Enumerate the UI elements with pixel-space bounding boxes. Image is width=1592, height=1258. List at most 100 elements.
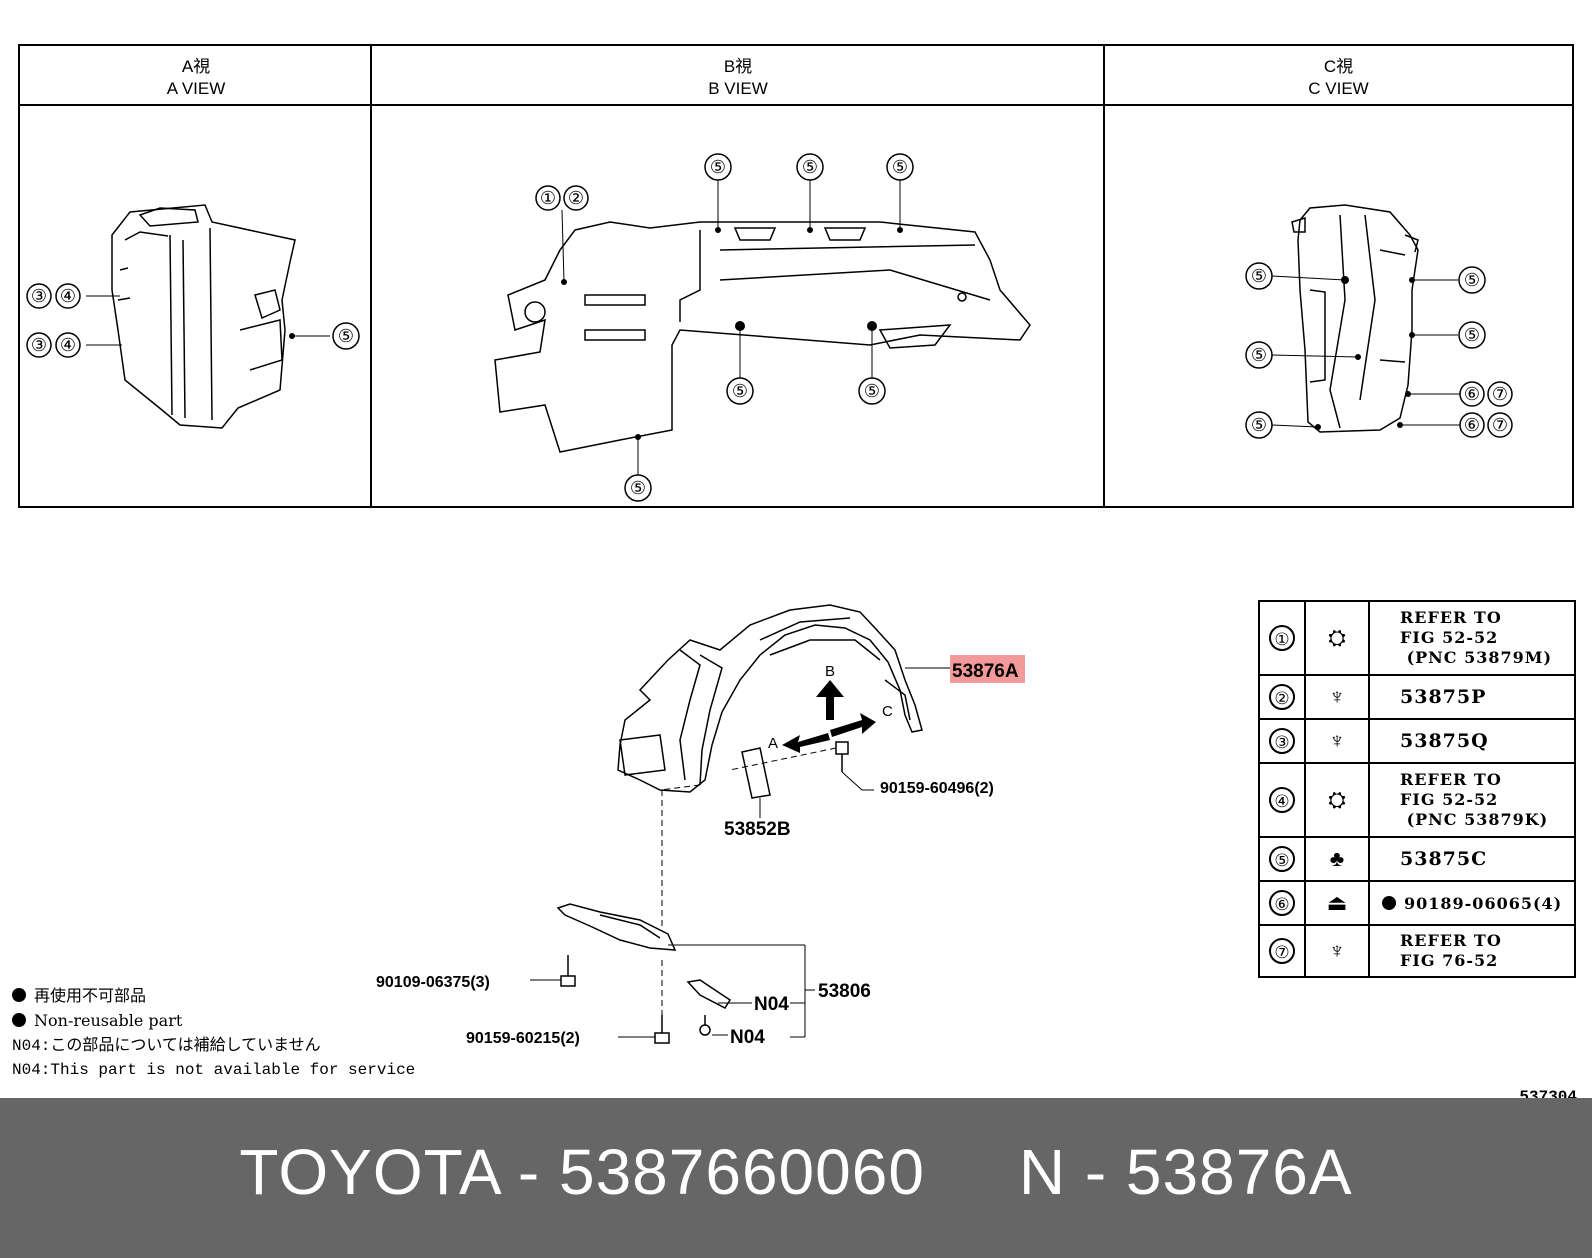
view-a-en: A VIEW — [166, 79, 226, 98]
callout-5: ⑤ — [1464, 270, 1480, 290]
n04-label: N04 — [730, 1027, 765, 1048]
view-divider — [370, 46, 372, 506]
view-b-jp: B視 — [723, 57, 753, 76]
callout-5: ⑤ — [802, 157, 818, 177]
footer-bar: TOYOTA - 5387660060 N - 53876A — [0, 1098, 1592, 1258]
screw-clip-icon: ♆ — [1328, 728, 1346, 753]
legend-text: 53875C — [1400, 848, 1488, 870]
dir-c-label: C — [882, 703, 893, 720]
callout-5: ⑤ — [1251, 415, 1267, 435]
callout-4: ④ — [60, 286, 76, 306]
clip-nut-icon: ⛭ — [1328, 625, 1346, 650]
legend-text: (PNC 53879M) — [1400, 648, 1553, 667]
view-b-header: B視 B VIEW — [372, 46, 1104, 106]
view-a-callouts: ③ ④ ③ ④ ⑤ — [26, 283, 360, 358]
legend-number: ③ — [1269, 728, 1295, 754]
view-b-callouts: ① ② ⑤ ⑤ ⑤ ⑤ ⑤ ⑤ — [535, 153, 914, 502]
footer-gap — [925, 1136, 1019, 1208]
leader-line — [841, 771, 874, 791]
direction-arrows: B C A — [768, 663, 893, 753]
legend-text: 53875Q — [1400, 730, 1489, 752]
legend-row: ③ ♆ 53875Q — [1258, 718, 1576, 764]
callout-7: ⑦ — [1492, 384, 1508, 404]
non-reusable-dot-icon — [1382, 895, 1396, 910]
legend-number: ② — [1269, 684, 1295, 710]
legend-text: FIG 52-52 — [1400, 628, 1499, 647]
footer-part-number: 5387660060 — [558, 1136, 925, 1208]
legend-text: FIG 76-52 — [1400, 951, 1499, 970]
non-reusable-dot-icon — [12, 988, 26, 1002]
callout-5: ⑤ — [1251, 266, 1267, 286]
bolt-90159-60496-label: 90159-60496(2) — [880, 780, 994, 797]
view-b: B視 B VIEW — [372, 46, 1104, 506]
non-reusable-dot-icon — [12, 1013, 26, 1027]
callout-3: ③ — [31, 335, 47, 355]
notes: 再使用不可部品 Non-reusable part N04:この部品については補… — [12, 985, 415, 1082]
clip-nut-icon: ⛭ — [1328, 787, 1346, 812]
legend-number: ⑦ — [1269, 938, 1295, 964]
legend-text: (PNC 53879K) — [1400, 810, 1549, 829]
callout-6: ⑥ — [1464, 415, 1480, 435]
callout-2: ② — [568, 188, 584, 208]
legend-text: 53875P — [1400, 686, 1487, 708]
legend-text: REFER TO — [1400, 770, 1502, 789]
callout-5: ⑤ — [338, 326, 354, 346]
view-c-callouts: ⑤ ⑤ ⑤ ⑤ ⑤ ⑥ ⑦ ⑥ ⑦ — [1245, 262, 1513, 439]
legend-number: ⑤ — [1269, 846, 1295, 872]
part-53806-label: 53806 — [818, 981, 871, 1002]
view-c-jp: C視 — [1323, 57, 1354, 76]
bolt-icon — [835, 741, 849, 772]
note-en: Non-reusable part — [34, 1011, 183, 1030]
dashed-guide — [659, 747, 837, 791]
footer-pnc: 53876A — [1125, 1136, 1353, 1208]
view-a-header: A視 A VIEW — [20, 46, 372, 106]
callout-1: ① — [540, 188, 556, 208]
view-c-header: C視 C VIEW — [1105, 46, 1572, 106]
n04-label: N04 — [754, 994, 789, 1015]
view-a-jp: A視 — [181, 57, 211, 76]
view-b-en: B VIEW — [708, 79, 768, 98]
legend-row: ① ⛭ REFER TO FIG 52-52 (PNC 53879M) — [1258, 600, 1576, 676]
part-53852b-label: 53852B — [724, 819, 791, 840]
view-b-liner-drawing — [494, 221, 1031, 453]
arrow-a-icon — [782, 733, 830, 753]
view-c: C視 C VIEW — [1105, 46, 1572, 506]
view-a: A視 A VIEW — [20, 46, 372, 506]
legend-number: ⑥ — [1269, 890, 1295, 916]
fender-liner-drawing — [617, 604, 923, 793]
bolt-icon — [560, 955, 576, 987]
footer-separator: - — [1066, 1136, 1126, 1208]
bolt-icon — [654, 1015, 670, 1044]
legend-number: ④ — [1269, 787, 1295, 813]
callout-5: ⑤ — [864, 381, 880, 401]
view-c-liner-drawing — [1291, 204, 1419, 433]
arrow-c-icon — [830, 713, 876, 737]
arrow-b-icon — [816, 680, 844, 720]
callout-5: ⑤ — [710, 157, 726, 177]
footer-n: N — [1018, 1136, 1067, 1208]
push-clip-icon: ♣ — [1329, 846, 1345, 871]
screw-clip-icon: ♆ — [1328, 684, 1346, 709]
legend-row: ⑦ ♆ REFER TO FIG 76-52 — [1258, 924, 1576, 978]
splash-shield-drawing — [741, 747, 771, 799]
footer-separator: - — [499, 1136, 559, 1208]
callout-7: ⑦ — [1492, 415, 1508, 435]
diagram-svg: ③ ④ ③ ④ ⑤ ① ② — [26, 153, 1513, 1048]
legend-text: REFER TO — [1400, 931, 1502, 950]
legend-row: ⑥ ⏏ 90189-06065(4) — [1258, 880, 1576, 926]
bracket-drawing — [556, 903, 732, 1009]
callout-5: ⑤ — [732, 381, 748, 401]
callout-5: ⑤ — [1251, 345, 1267, 365]
views-panel: A視 A VIEW B視 B VIEW C視 C VIEW — [18, 44, 1574, 508]
callout-3: ③ — [31, 286, 47, 306]
callout-5: ⑤ — [1464, 325, 1480, 345]
view-a-liner-drawing — [111, 204, 296, 429]
bolt-90109-06375-label: 90109-06375(3) — [376, 974, 490, 991]
clip-icon — [699, 1015, 711, 1036]
legend-text: REFER TO — [1400, 608, 1502, 627]
part-53876a-label: 53876A — [952, 661, 1019, 682]
callout-5: ⑤ — [630, 478, 646, 498]
legend-row: ④ ⛭ REFER TO FIG 52-52 (PNC 53879K) — [1258, 762, 1576, 838]
bolt-90159-60215-label: 90159-60215(2) — [466, 1030, 580, 1047]
callout-5: ⑤ — [892, 157, 908, 177]
